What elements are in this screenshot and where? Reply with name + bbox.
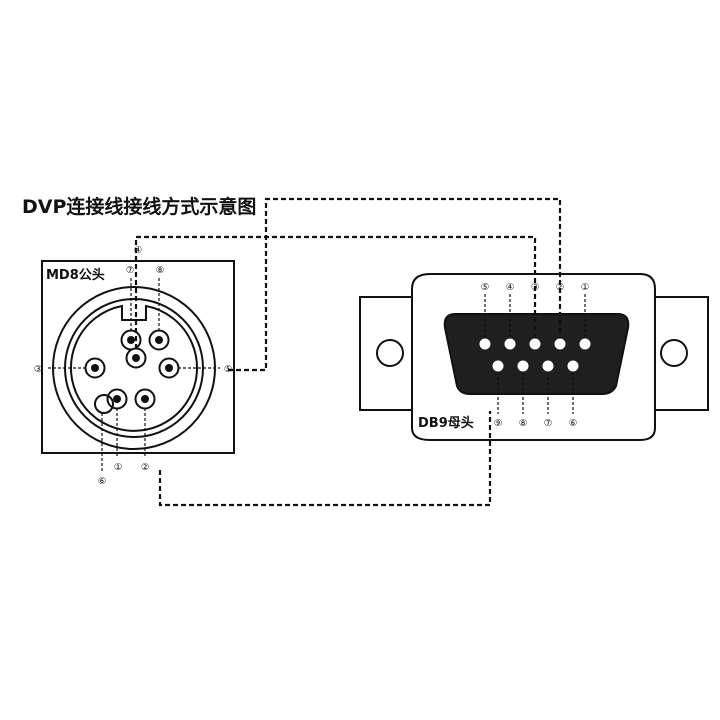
db9-connector: ⑤ ④ ③ ② ① ⑨ ⑧ ⑦ ⑥ DB9母头 bbox=[359, 273, 709, 441]
wire-md8-4-to-db9-3 bbox=[134, 235, 537, 349]
md8-label: MD8公头 bbox=[46, 267, 105, 283]
db9-pin-5 bbox=[479, 338, 491, 350]
db9-pin-9 bbox=[492, 360, 504, 372]
db9-pin-label-8: ⑧ bbox=[519, 418, 528, 429]
db9-pin-3 bbox=[529, 338, 541, 350]
db9-pin-label-4: ④ bbox=[506, 282, 515, 293]
db9-mount-hole-right bbox=[660, 339, 688, 367]
db9-pin-1 bbox=[579, 338, 591, 350]
md8-pin-5 bbox=[158, 357, 180, 379]
db9-mount-hole-left bbox=[376, 339, 404, 367]
md8-pin-label-6: ⑥ bbox=[98, 476, 107, 487]
db9-pin-label-5: ⑤ bbox=[481, 282, 490, 293]
db9-contacts bbox=[479, 338, 591, 372]
md8-pin-6 bbox=[94, 394, 114, 414]
db9-pin-label-6: ⑥ bbox=[569, 418, 578, 429]
md8-pin-label-2: ② bbox=[141, 462, 150, 473]
md8-pin-label-3: ③ bbox=[34, 364, 43, 375]
db9-pin-8 bbox=[517, 360, 529, 372]
md8-pin-2 bbox=[134, 388, 156, 410]
db9-pin-label-7: ⑦ bbox=[544, 418, 553, 429]
wire-md8-5-to-db9-2 bbox=[228, 197, 562, 372]
diagram-title: DVP连接线接线方式示意图 bbox=[22, 195, 256, 218]
md8-pin-8 bbox=[148, 329, 170, 351]
db9-d-face bbox=[443, 313, 630, 395]
db9-pin-label-9: ⑨ bbox=[494, 418, 503, 429]
md8-pin-label-1: ① bbox=[114, 462, 123, 473]
md8-pin-label-4: ④ bbox=[134, 245, 143, 256]
db9-label: DB9母头 bbox=[418, 415, 474, 431]
db9-pin-2 bbox=[554, 338, 566, 350]
db9-pin-6 bbox=[567, 360, 579, 372]
md8-pin-label-7: ⑦ bbox=[126, 265, 135, 276]
db9-pin-7 bbox=[542, 360, 554, 372]
md8-connector: MD8公头 ① ② ③ ④ ⑤ ⑥ ⑦ ⑧ bbox=[34, 245, 235, 487]
db9-pin-4 bbox=[504, 338, 516, 350]
md8-pin-7 bbox=[120, 329, 142, 351]
wire-md8-2-to-db9-5 bbox=[158, 411, 492, 507]
md8-key-shell bbox=[70, 304, 198, 432]
md8-pin-3 bbox=[84, 357, 106, 379]
md8-pin-4 bbox=[125, 347, 147, 369]
md8-pin-label-8: ⑧ bbox=[156, 265, 165, 276]
db9-pin-label-2: ② bbox=[556, 282, 565, 293]
db9-pin-label-1: ① bbox=[581, 282, 590, 293]
